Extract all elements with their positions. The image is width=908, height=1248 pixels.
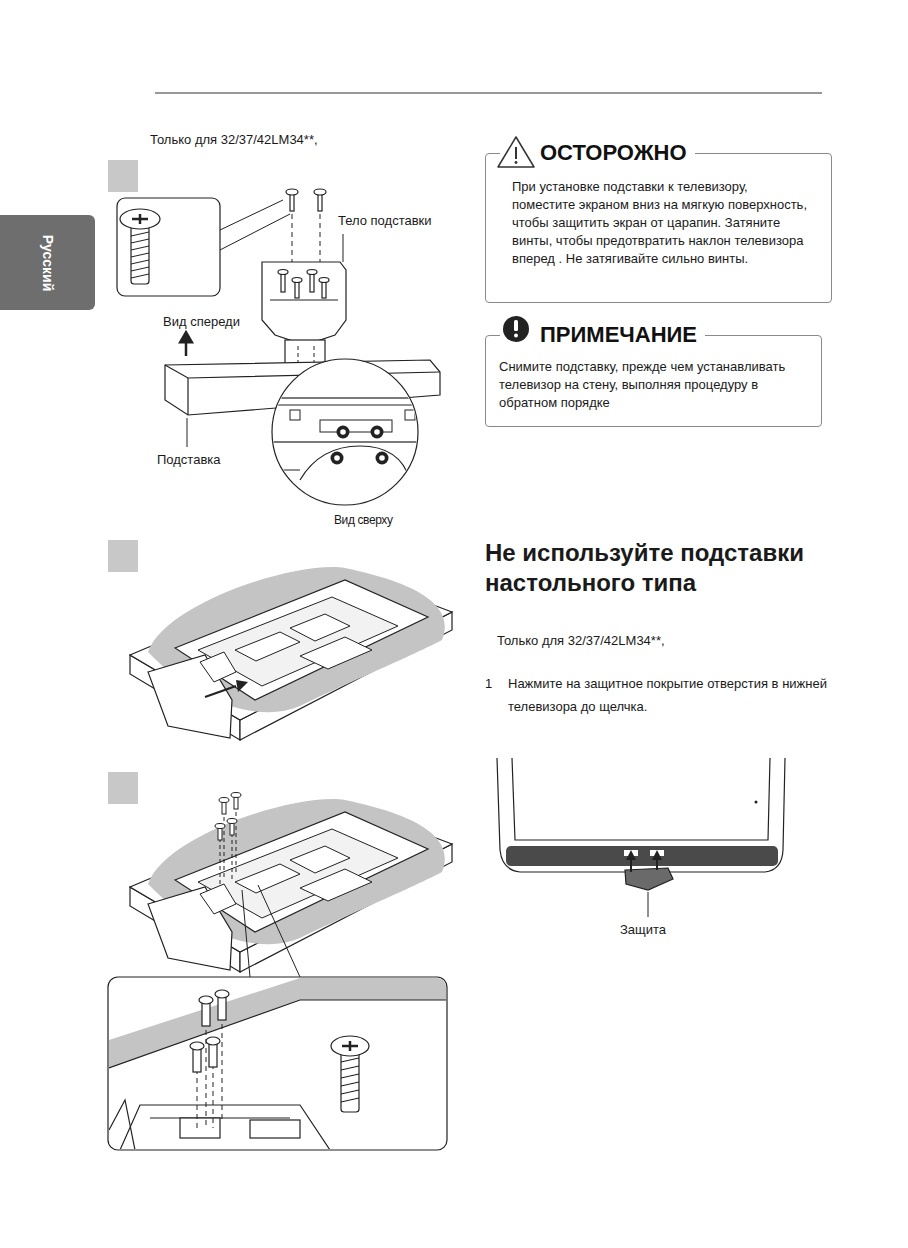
part-label: Подставка xyxy=(157,451,221,468)
box-heading: ПРИМЕЧАНИЕ xyxy=(500,322,705,348)
note-box: ПРИМЕЧАНИЕСнимите подставку, прежде чем … xyxy=(485,335,822,427)
step-marker xyxy=(108,772,138,804)
model-note: Только для 32/37/42LM34**, xyxy=(150,131,318,148)
screw-detail-callout xyxy=(108,977,447,1150)
language-tab: Русский xyxy=(0,215,95,310)
part-label: Тело подставки xyxy=(338,212,432,229)
step-marker xyxy=(108,540,138,572)
part-label: Защита xyxy=(620,921,666,938)
step-marker xyxy=(108,160,138,192)
box-heading: ОСТОРОЖНО xyxy=(500,140,695,166)
section-heading: Не используйте подставки настольного тип… xyxy=(485,538,865,598)
box-body: При установке подставки к телевизору, по… xyxy=(512,178,813,268)
view-label: Вид спереди xyxy=(163,313,240,330)
caution-box: ОСТОРОЖНОПри установке подставки к телев… xyxy=(485,153,832,303)
attach-stand-illustration xyxy=(130,567,452,740)
tv-protector-illustration xyxy=(497,758,785,917)
view-label: Вид сверху xyxy=(334,512,393,529)
box-body: Снимите подставку, прежде чем устанавлив… xyxy=(499,358,807,412)
header-rule xyxy=(155,93,822,94)
stand-illustration xyxy=(117,189,442,505)
model-note: Только для 32/37/42LM34**, xyxy=(497,632,665,649)
screw-stand-illustration xyxy=(130,793,452,978)
step-text: Нажмите на защитное покрытие отверстия в… xyxy=(508,672,838,718)
step-number: 1 xyxy=(485,672,492,695)
language-label: Русский xyxy=(40,234,56,291)
